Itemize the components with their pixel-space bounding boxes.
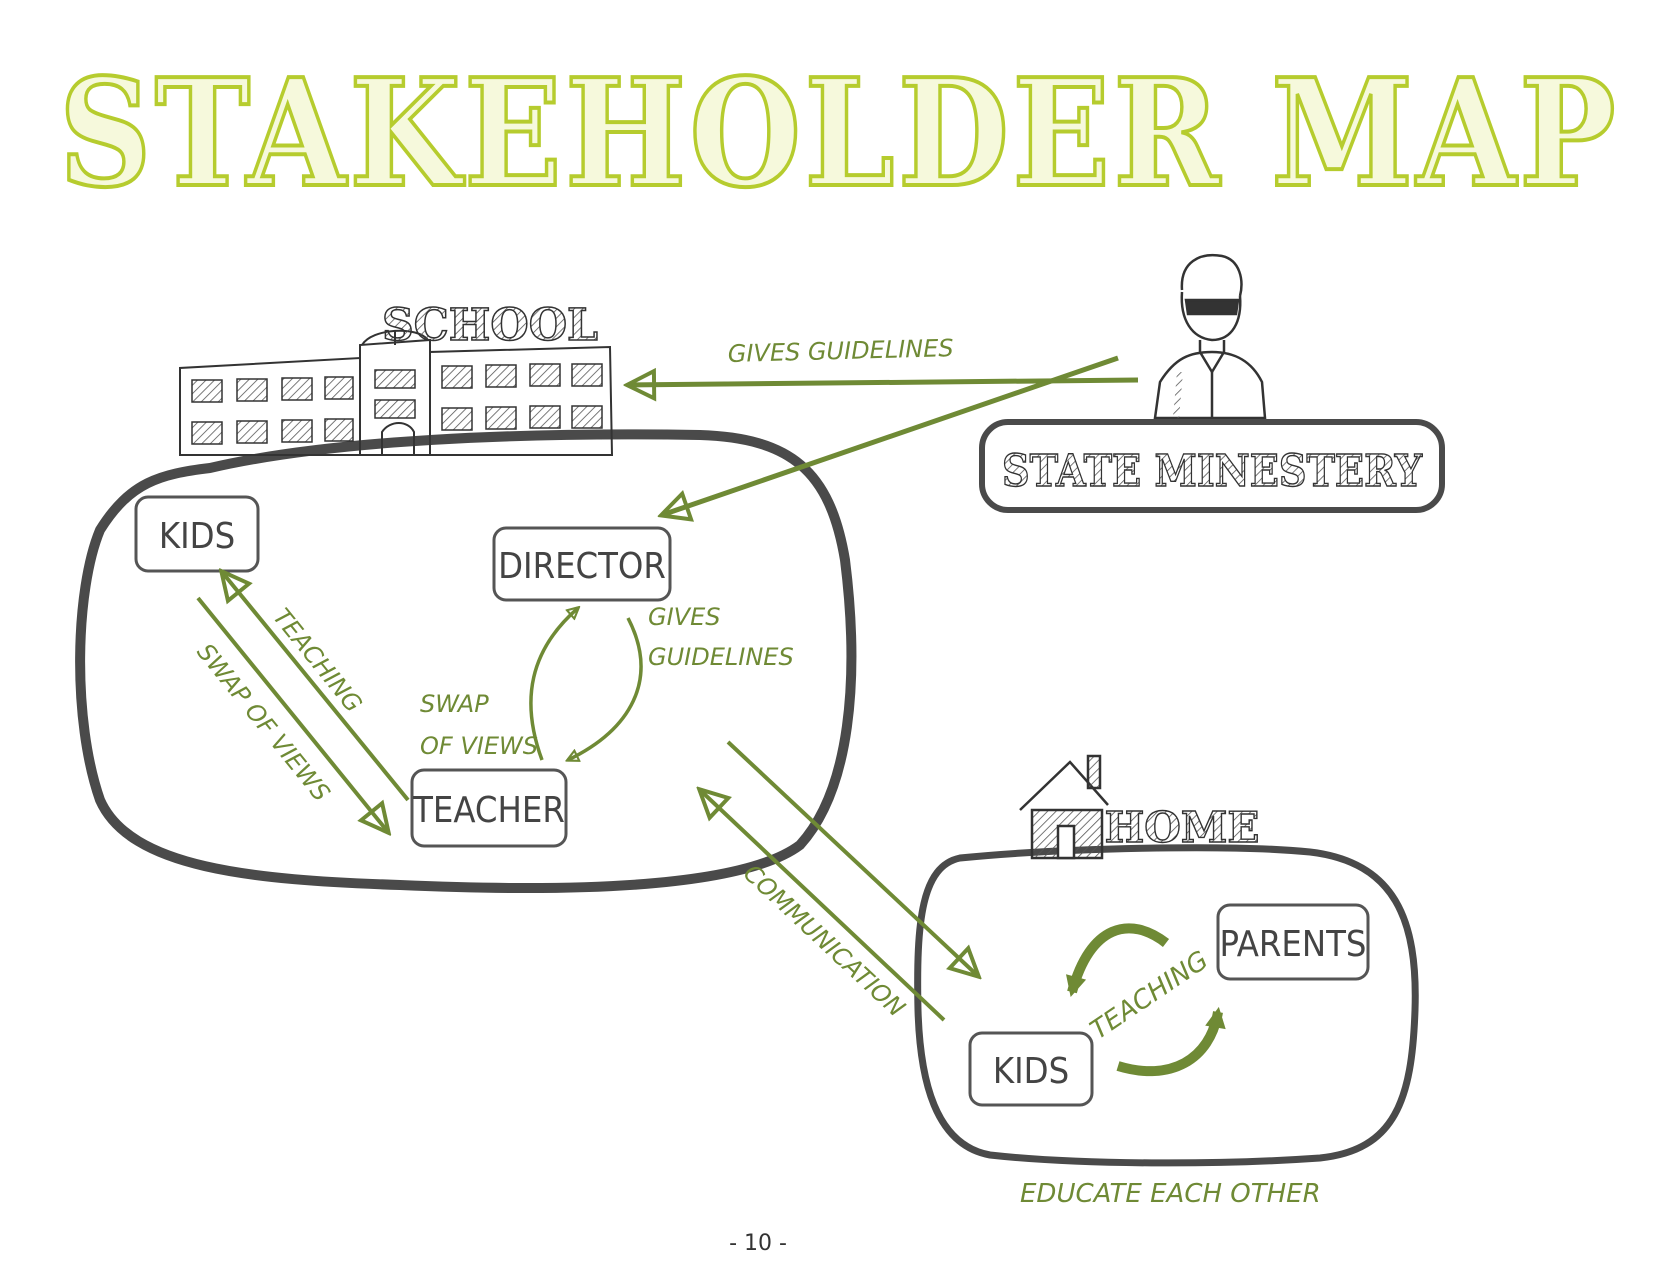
label-guidelines: GUIDELINES xyxy=(648,643,794,671)
ministry-group: STATE MINESTERY GIVES GUIDELINES xyxy=(628,253,1445,515)
school-building-icon xyxy=(179,329,614,456)
arrow-ministry-to-director xyxy=(662,355,1119,515)
node-home-kids-label: KIDS xyxy=(993,1051,1069,1092)
node-parents: PARENTS xyxy=(1216,903,1370,981)
node-teacher-label: TEACHER xyxy=(412,790,565,831)
school-boundary xyxy=(75,429,857,894)
page-title: STAKEHOLDER MAP xyxy=(59,46,1619,220)
node-home-kids: KIDS xyxy=(968,1031,1094,1107)
home-caption: EDUCATE EACH OTHER xyxy=(1020,1179,1321,1209)
school-label: SCHOOL xyxy=(382,300,598,351)
arrow-home-to-school xyxy=(700,790,946,1022)
arrow-school-to-home xyxy=(726,740,978,976)
node-parents-label: PARENTS xyxy=(1220,924,1367,965)
page-number: - 10 - xyxy=(729,1231,787,1256)
node-teacher: TEACHER xyxy=(410,768,568,848)
label-ministry-gives-guidelines: GIVES GUIDELINES xyxy=(727,334,953,368)
label-gives: GIVES xyxy=(648,603,721,631)
label-communication: COMMUNICATION xyxy=(738,859,910,1023)
node-school-kids-label: KIDS xyxy=(159,516,235,557)
arrow-cycle-top xyxy=(1066,923,1170,998)
node-director-label: DIRECTOR xyxy=(498,546,666,587)
arrow-teaching xyxy=(222,572,410,802)
home-label: HOME xyxy=(1105,803,1260,852)
arrow-director-to-teacher xyxy=(568,617,643,760)
school-group: SCHOOL KIDS DIRECTOR TEACHER TEACHING SW… xyxy=(75,299,857,894)
arrow-swap-of-views xyxy=(196,596,388,832)
ministry-label: STATE MINESTERY xyxy=(1002,446,1423,497)
node-director: DIRECTOR xyxy=(492,526,672,602)
home-boundary xyxy=(914,844,1419,1167)
label-of-views: OF VIEWS xyxy=(420,732,538,760)
arrow-ministry-to-school xyxy=(628,380,1139,385)
node-school-kids: KIDS xyxy=(134,495,260,573)
arrow-teacher-to-director xyxy=(529,608,578,761)
ministry-box xyxy=(979,419,1445,513)
man-in-suit-icon xyxy=(1153,253,1267,420)
label-swap: SWAP xyxy=(420,690,489,718)
arrow-cycle-bottom xyxy=(1116,1006,1226,1077)
label-home-teaching: TEACHING xyxy=(1085,945,1214,1045)
house-icon xyxy=(1019,754,1109,860)
home-group: HOME PARENTS KIDS TEACHING EDUCATE EACH … xyxy=(914,754,1419,1209)
